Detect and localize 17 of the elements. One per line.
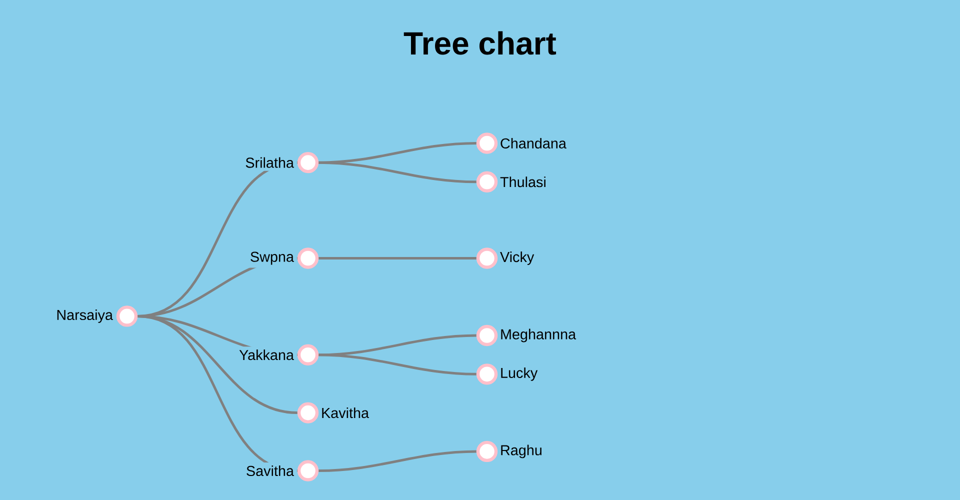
- chart-title: Tree chart: [404, 31, 556, 55]
- node-label: Swpna: [246, 248, 297, 268]
- node-label: Srilatha: [242, 154, 297, 171]
- node-label: Meghannna: [501, 328, 576, 342]
- node-label: Raghu: [501, 444, 542, 458]
- tree-link: [318, 161, 476, 184]
- node-label: Chandana: [500, 138, 566, 149]
- tree-link: [318, 257, 476, 260]
- node-label: Savitha: [242, 462, 297, 480]
- node-label: Kavitha: [322, 408, 370, 418]
- node-label: Narsaiya: [53, 306, 116, 326]
- node-label: Yakkana: [236, 346, 297, 364]
- tree-link: [318, 354, 476, 376]
- node-label: Vicky: [500, 252, 534, 265]
- node-label: Thulasi: [500, 176, 546, 188]
- tree-link: [318, 450, 476, 472]
- node-label: Lucky: [501, 367, 538, 381]
